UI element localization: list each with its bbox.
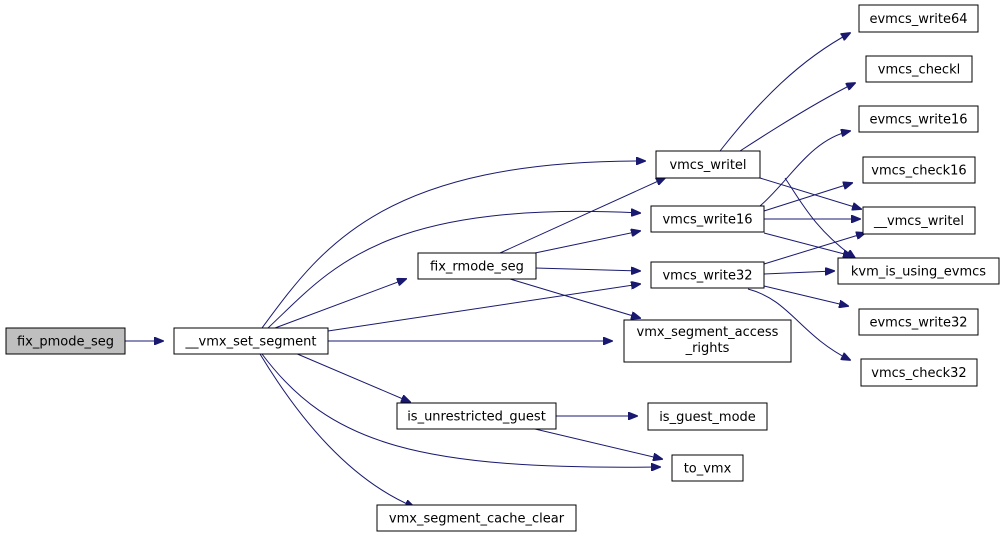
node-to-vmx[interactable]: to_vmx <box>671 454 744 482</box>
node-vmcs-checkl[interactable]: vmcs_checkl <box>865 55 973 83</box>
edge-fix-rmode-seg-to-vmcs-write32 <box>534 268 640 271</box>
edge-vmcs-write32-to-vmcs-check32 <box>747 288 850 360</box>
edge-vmcs-writel-to-evmcs-write64 <box>719 33 850 152</box>
node-label-vmcs-check16: vmcs_check16 <box>871 164 966 179</box>
node-label-is-unrestricted-guest: is_unrestricted_guest <box>407 410 546 425</box>
edge-vmcs-writel-to-kvm-is-using-evmcs <box>784 177 855 258</box>
edge-fix-rmode-seg-to-vmcs-writel <box>499 178 665 254</box>
node-label-vmcs-writel: vmcs_writel <box>669 158 746 173</box>
node-evmcs-write64[interactable]: evmcs_write64 <box>858 4 979 33</box>
node-label-evmcs-write16: evmcs_write16 <box>869 113 967 128</box>
node-label-vmx-segment-access-rights-line1: vmx_segment_access <box>637 325 779 340</box>
edge-vmcs-write32-to-vmcs-writel-inner <box>763 233 865 265</box>
node-evmcs-write32[interactable]: evmcs_write32 <box>858 308 979 336</box>
edge-vmx-set-segment-to-vmcs-write16 <box>267 211 640 329</box>
edge-vmcs-write32-to-kvm-is-using-evmcs <box>763 271 834 274</box>
node-fix-rmode-seg[interactable]: fix_rmode_seg <box>417 252 537 280</box>
node-fix-pmode-seg[interactable]: fix_pmode_seg <box>5 327 126 355</box>
node-label-evmcs-write64: evmcs_write64 <box>869 12 967 27</box>
node-label-vmcs-write16: vmcs_write16 <box>662 213 752 228</box>
node-label-vmcs-write32: vmcs_write32 <box>662 269 752 284</box>
edge-vmx-set-segment-to-to-vmx <box>261 353 660 467</box>
node-vmx-segment-access-rights[interactable]: vmx_segment_access _rights <box>623 319 792 363</box>
edge-vmcs-write32-to-evmcs-write32 <box>763 285 848 306</box>
node-vmx-set-segment[interactable]: __vmx_set_segment <box>173 327 329 355</box>
node-vmcs-check32[interactable]: vmcs_check32 <box>860 358 978 387</box>
edge-vmx-set-segment-to-vmx-segment-cache-clear <box>259 353 414 507</box>
node-is-unrestricted-guest[interactable]: is_unrestricted_guest <box>396 402 557 430</box>
node-label-vmx-set-segment: __vmx_set_segment <box>185 335 317 350</box>
edge-is-unrestricted-guest-to-to-vmx <box>534 428 662 459</box>
edge-vmcs-write16-to-kvm-is-using-evmcs <box>763 232 852 256</box>
edge-vmcs-write16-to-evmcs-write16 <box>759 131 850 207</box>
node-label-vmcs-check32: vmcs_check32 <box>871 366 966 381</box>
node-label-kvm-is-using-evmcs: kvm_is_using_evmcs <box>851 265 986 280</box>
node-vmcs-check16[interactable]: vmcs_check16 <box>862 156 976 184</box>
edge-fix-rmode-seg-to-vmcs-write16 <box>534 231 640 254</box>
edge-vmcs-writel-to-vmcs-writel-inner <box>759 177 861 209</box>
node-label-evmcs-write32: evmcs_write32 <box>869 316 967 331</box>
edge-vmx-set-segment-to-is-unrestricted-guest <box>294 352 410 402</box>
node-vmcs-writel-inner[interactable]: __vmcs_writel <box>862 206 976 235</box>
edge-vmx-set-segment-to-vmcs-writel <box>261 161 645 329</box>
edge-vmcs-write16-to-vmcs-check16 <box>763 183 852 212</box>
node-label-to-vmx: to_vmx <box>684 462 732 477</box>
node-vmcs-write32[interactable]: vmcs_write32 <box>650 261 765 289</box>
node-evmcs-write16[interactable]: evmcs_write16 <box>858 105 979 133</box>
node-label-vmcs-writel-inner: __vmcs_writel <box>873 214 964 229</box>
node-label-fix-rmode-seg: fix_rmode_seg <box>430 260 524 275</box>
node-label-vmx-segment-access-rights-line2: _rights <box>685 341 730 356</box>
node-is-guest-mode[interactable]: is_guest_mode <box>647 402 768 431</box>
node-vmcs-write16[interactable]: vmcs_write16 <box>650 205 765 233</box>
node-label-vmx-segment-cache-clear: vmx_segment_cache_clear <box>389 512 565 527</box>
edge-vmx-set-segment-to-vmcs-write32 <box>327 284 640 332</box>
edge-vmcs-writel-to-vmcs-checkl <box>739 83 855 152</box>
edge-fix-rmode-seg-to-vmx-segment-access-rights <box>509 278 640 318</box>
node-label-fix-pmode-seg: fix_pmode_seg <box>17 335 114 350</box>
node-kvm-is-using-evmcs[interactable]: kvm_is_using_evmcs <box>837 257 1000 285</box>
node-vmcs-writel[interactable]: vmcs_writel <box>655 150 761 179</box>
edge-vmx-set-segment-to-fix-rmode-seg <box>274 279 406 329</box>
node-vmx-segment-cache-clear[interactable]: vmx_segment_cache_clear <box>376 504 577 532</box>
node-label-vmcs-checkl: vmcs_checkl <box>878 63 960 78</box>
node-label-is-guest-mode: is_guest_mode <box>659 410 756 425</box>
